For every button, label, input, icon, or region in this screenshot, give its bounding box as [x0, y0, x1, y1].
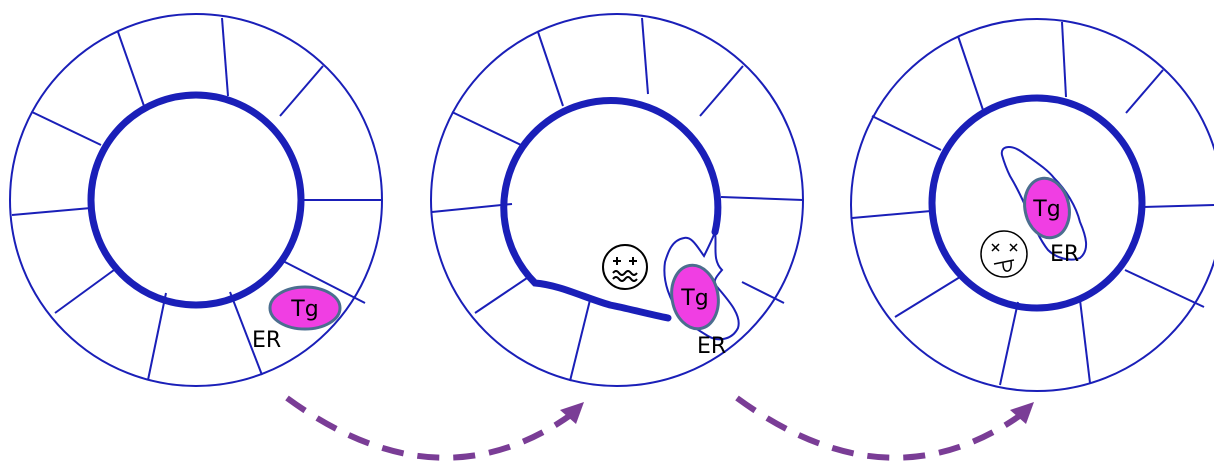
distressed-face-icon — [603, 245, 647, 289]
follicle-cell-death: Tg ER — [851, 19, 1214, 391]
dead-face-icon — [981, 231, 1027, 277]
follicle-normal: Tg ER — [10, 14, 382, 386]
progression-arrow-2 — [737, 398, 1034, 458]
apical-membrane — [91, 95, 301, 305]
progression-arrow-1 — [287, 398, 584, 458]
er-label: ER — [1050, 242, 1079, 267]
tg-label: Tg — [290, 297, 318, 322]
er-label: ER — [697, 334, 726, 359]
cell-boundaries — [432, 18, 803, 381]
follicle-er-stress: Tg ER — [431, 14, 803, 386]
tg-label: Tg — [1032, 197, 1060, 222]
follicle-outer-boundary — [431, 14, 803, 386]
er-label: ER — [252, 328, 281, 353]
tg-label: Tg — [680, 286, 708, 311]
